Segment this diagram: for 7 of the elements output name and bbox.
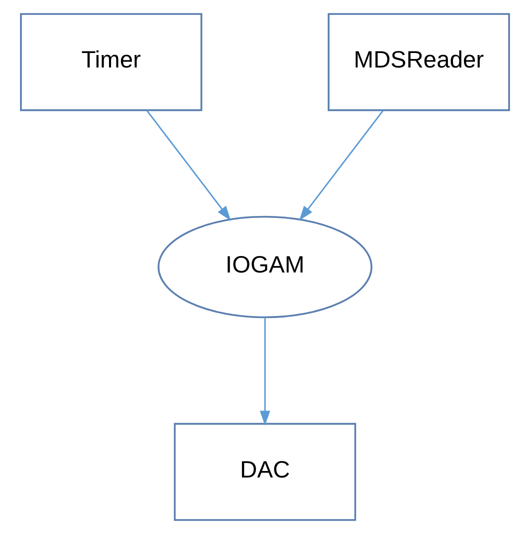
node-ellipse: IOGAM [158, 216, 372, 318]
arrow [299, 110, 384, 221]
node-box: DAC [174, 422, 356, 521]
node-box: Timer [20, 13, 202, 112]
node-box: MDSReader [328, 13, 510, 112]
arrow [146, 110, 231, 221]
arrow [260, 317, 270, 426]
